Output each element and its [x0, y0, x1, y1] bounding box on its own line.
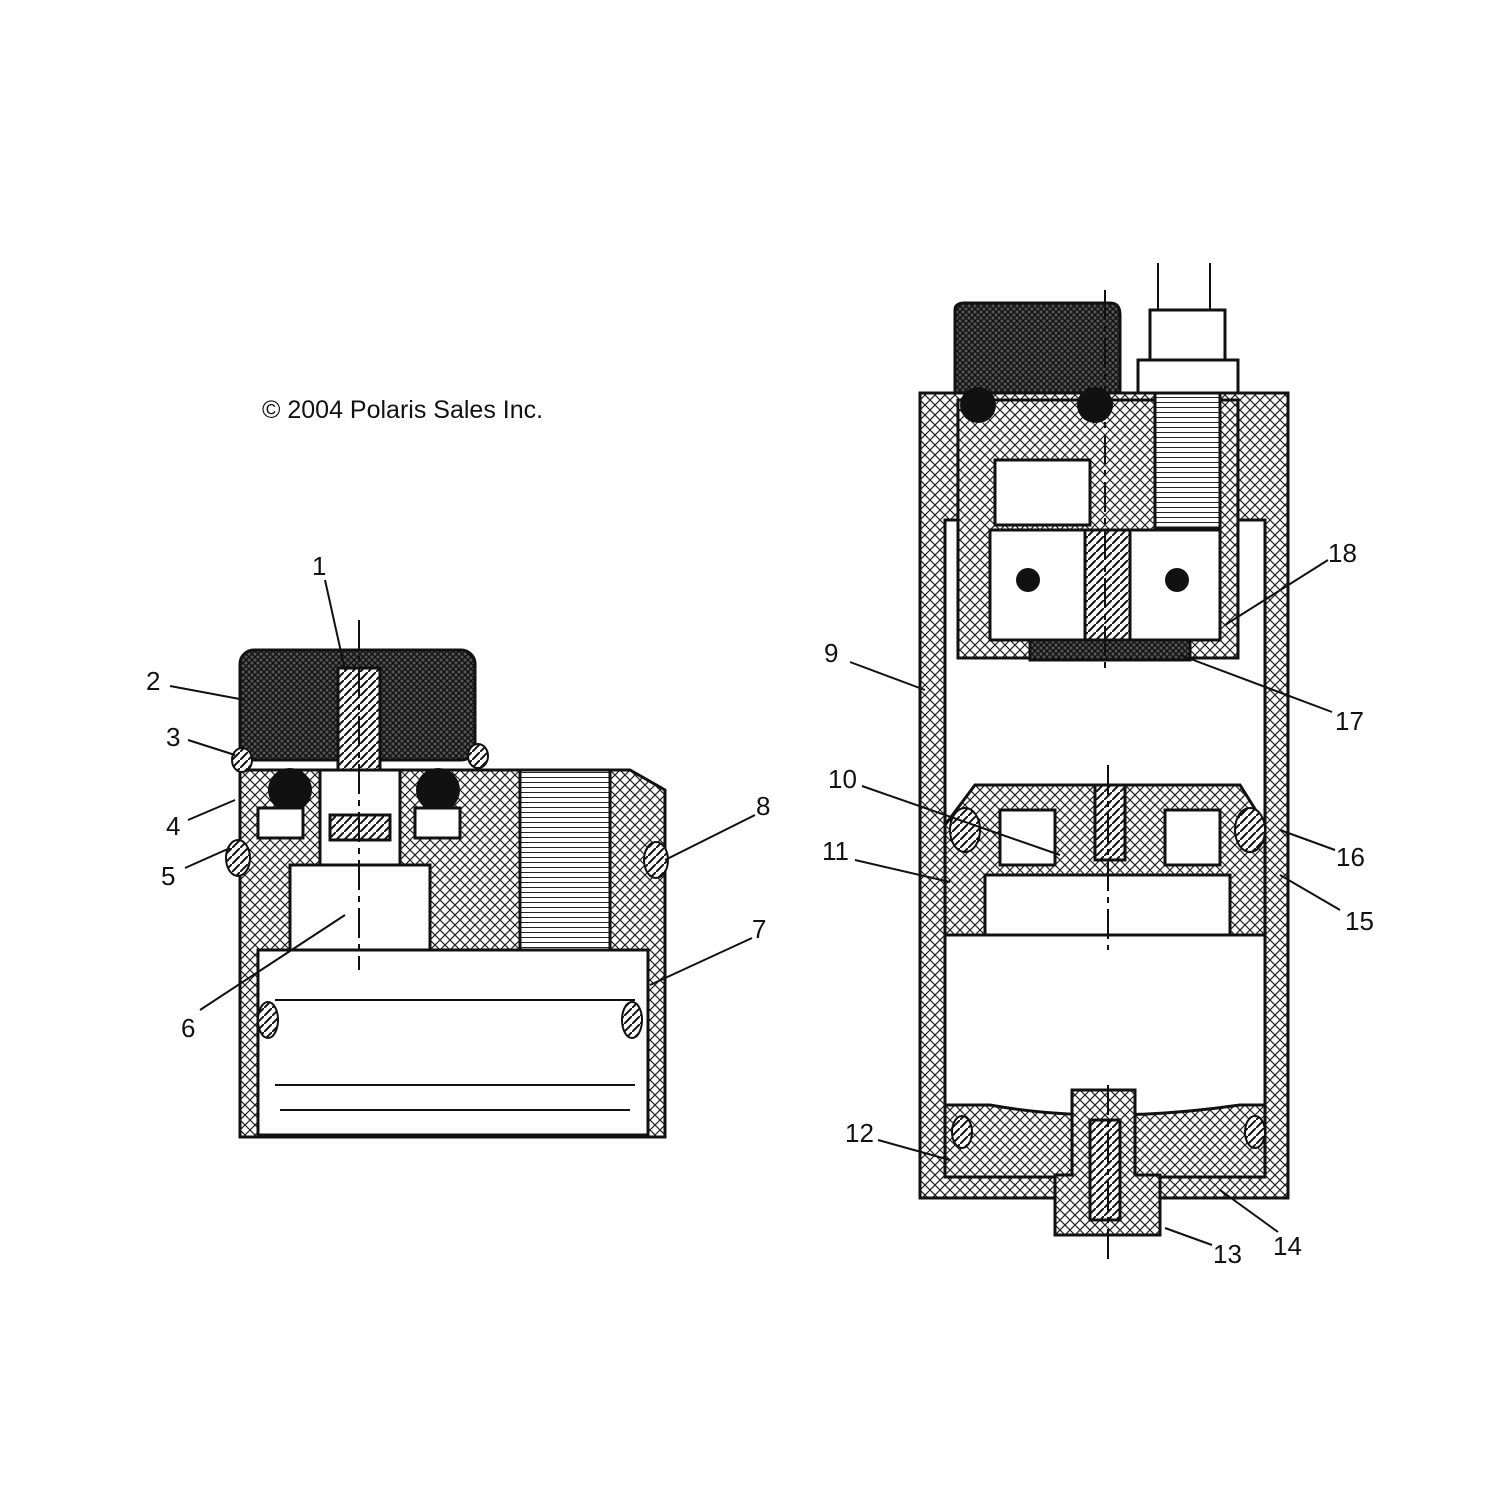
top-knob [953, 301, 1122, 397]
callout-11: 11 [822, 836, 849, 866]
threaded-port [518, 768, 612, 952]
callout-12: 12 [845, 1118, 874, 1148]
ball-bearing-left [268, 768, 312, 812]
callout-2: 2 [146, 666, 160, 696]
callouts: 1 2 3 4 5 6 7 8 9 10 11 12 13 14 15 16 1… [146, 538, 1374, 1269]
callout-7: 7 [752, 914, 766, 944]
callout-15: 15 [1345, 906, 1374, 936]
leader-lines [169, 559, 1341, 1246]
callout-10: 10 [828, 764, 857, 794]
callout-14: 14 [1273, 1231, 1302, 1261]
left-assembly [225, 620, 669, 1139]
callout-5: 5 [161, 861, 175, 891]
callout-18: 18 [1328, 538, 1357, 568]
callout-9: 9 [824, 638, 838, 668]
callout-6: 6 [181, 1013, 195, 1043]
callout-3: 3 [166, 722, 180, 752]
callout-16: 16 [1336, 842, 1365, 872]
piston-bore [256, 948, 650, 1137]
callout-4: 4 [166, 811, 180, 841]
callout-1: 1 [312, 551, 326, 581]
copyright-text: © 2004 Polaris Sales Inc. [262, 396, 543, 424]
hose-fitting [1148, 308, 1227, 362]
right-assembly [918, 263, 1290, 1265]
callout-17: 17 [1335, 706, 1364, 736]
callout-13: 13 [1213, 1239, 1242, 1269]
ball-bearing-right [416, 768, 460, 812]
callout-8: 8 [756, 791, 770, 821]
